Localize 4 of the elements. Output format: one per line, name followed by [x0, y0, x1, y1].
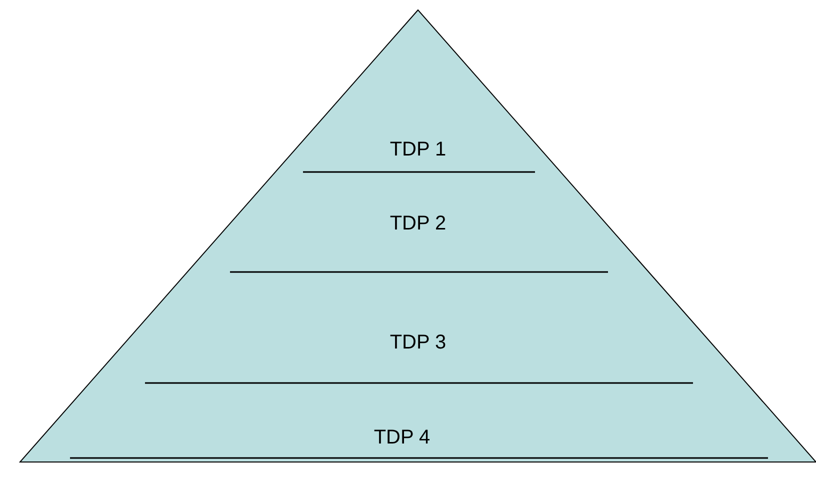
tier-label: TDP 1	[390, 138, 446, 162]
tier-label: TDP 2	[390, 212, 446, 236]
tier-label: TDP 4	[374, 426, 430, 450]
tier-label: TDP 3	[390, 332, 446, 354]
